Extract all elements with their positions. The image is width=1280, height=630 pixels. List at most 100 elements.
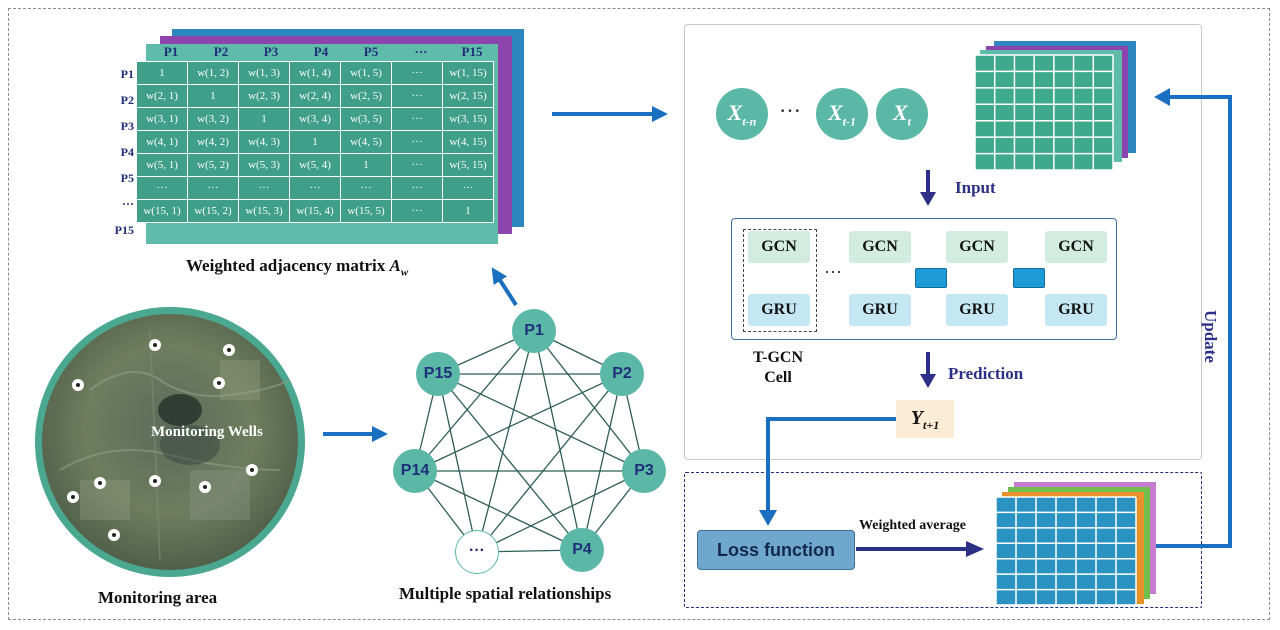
monitoring-area-map <box>35 307 305 577</box>
gru-block: GRU <box>748 294 810 326</box>
hidden-state-block <box>1013 268 1045 288</box>
output-matrix-stack <box>995 482 1156 606</box>
matrix-cell: 1 <box>289 130 341 154</box>
arrow-input <box>920 170 936 206</box>
graph-edge <box>414 470 583 551</box>
graph-edge <box>437 373 645 472</box>
gru-block: GRU <box>1045 294 1107 326</box>
gcn-block: GCN <box>1045 231 1107 263</box>
graph-node-p14: P14 <box>393 449 437 493</box>
graph-edge <box>437 373 583 551</box>
matrix-row-header: P2 <box>120 93 134 107</box>
matrix-cell: w(5, 3) <box>238 153 290 177</box>
y-symbol: Y <box>910 407 924 429</box>
tgcn-cell-label-line2: Cell <box>764 369 792 386</box>
matrix-col-header: P5 <box>363 44 379 59</box>
matrix-col-header: P15 <box>461 44 483 59</box>
y-subscript: t+1 <box>923 418 940 432</box>
graph-edge <box>414 330 535 472</box>
weighted-average-label: Weighted average <box>859 518 966 533</box>
x-symbol: X <box>827 100 843 125</box>
matrix-row-header: P3 <box>120 119 134 133</box>
matrix-cell: 1 <box>442 199 494 223</box>
well-marker-icon <box>149 339 161 351</box>
matrix-cell: ··· <box>238 176 290 200</box>
input-label: Input <box>955 178 996 197</box>
matrix-row-header: P4 <box>120 145 134 159</box>
graph-edge <box>476 470 645 553</box>
gru-block: GRU <box>849 294 911 326</box>
arrow-y-to-loss <box>759 417 896 526</box>
arrow-graph-to-matrix <box>491 267 518 307</box>
arrow-prediction <box>920 352 936 388</box>
multiple-spatial-label: Multiple spatial relationships <box>399 584 612 603</box>
matrix-cell: ··· <box>391 61 443 85</box>
well-markers <box>67 339 258 541</box>
update-label: Update <box>1201 310 1220 363</box>
matrix-cell: w(3, 15) <box>442 107 494 131</box>
matrix-row: ····················· <box>136 176 494 200</box>
matrix-cell: w(1, 5) <box>340 61 392 85</box>
matrix-col-header: P2 <box>213 44 229 59</box>
matrix-col-header: P3 <box>263 44 279 59</box>
well-marker-icon <box>246 464 258 476</box>
graph-edge <box>533 330 645 472</box>
feature-matrix-stack <box>974 41 1136 171</box>
inputs-ellipsis: ··· <box>779 98 801 123</box>
matrix-cell: ··· <box>391 153 443 177</box>
graph-node-p2: P2 <box>600 352 644 396</box>
matrix-cell: w(3, 1) <box>136 107 188 131</box>
matrix-cell: w(1, 3) <box>238 61 290 85</box>
matrix-row-header: P1 <box>120 67 134 81</box>
x-symbol: X <box>892 100 908 125</box>
graph-node-p4: P4 <box>560 528 604 572</box>
well-marker-icon <box>213 377 225 389</box>
loss-panel <box>684 472 1202 608</box>
monitoring-wells-label: Monitoring Wells <box>151 424 263 440</box>
x-subscript: t <box>907 114 912 129</box>
matrix-col-header: P1 <box>163 44 179 59</box>
well-marker-icon <box>72 379 84 391</box>
matrix-cell: w(5, 4) <box>289 153 341 177</box>
matrix-cell: w(3, 5) <box>340 107 392 131</box>
matrix-cell: w(2, 3) <box>238 84 290 108</box>
matrix-row: w(15, 1)w(15, 2)w(15, 3)w(15, 4)w(15, 5)… <box>136 199 494 223</box>
graph-node-p15: P15 <box>416 352 460 396</box>
graph-node-p1: P1 <box>512 309 556 353</box>
x-subscript: t-1 <box>842 114 857 129</box>
matrix-cell: w(1, 15) <box>442 61 494 85</box>
matrix-cell: ··· <box>340 176 392 200</box>
well-marker-icon <box>149 475 161 487</box>
graph-edge <box>437 373 478 553</box>
matrix-col-header: ··· <box>414 44 428 59</box>
matrix-cell: ··· <box>442 176 494 200</box>
input-node-x-t: Xt <box>876 88 928 140</box>
arrow-weighted-average <box>856 541 984 557</box>
matrix-caption-text: Weighted adjacency matrix <box>186 256 386 275</box>
input-node-x-t-n: Xt-n <box>716 88 768 140</box>
matrix-row-header: P15 <box>114 223 134 237</box>
arrow-update-loop <box>1154 88 1232 548</box>
graph-edge <box>581 373 623 551</box>
matrix-cell: w(15, 2) <box>187 199 239 223</box>
matrix-cell: w(4, 1) <box>136 130 188 154</box>
gcn-block: GCN <box>849 231 911 263</box>
graph-edge <box>533 330 583 551</box>
matrix-col-header: P4 <box>313 44 329 59</box>
matrix-row-header: ··· <box>121 197 134 211</box>
graph-node-p3: P3 <box>622 449 666 493</box>
well-marker-icon <box>67 491 79 503</box>
matrix-cell: w(2, 5) <box>340 84 392 108</box>
well-marker-icon <box>108 529 120 541</box>
matrix-cell: ··· <box>136 176 188 200</box>
well-marker-icon <box>94 477 106 489</box>
matrix-cell: w(5, 1) <box>136 153 188 177</box>
well-marker-icon <box>223 344 235 356</box>
matrix-cell: w(5, 15) <box>442 153 494 177</box>
graph-node-ellipsis: ··· <box>455 530 499 574</box>
